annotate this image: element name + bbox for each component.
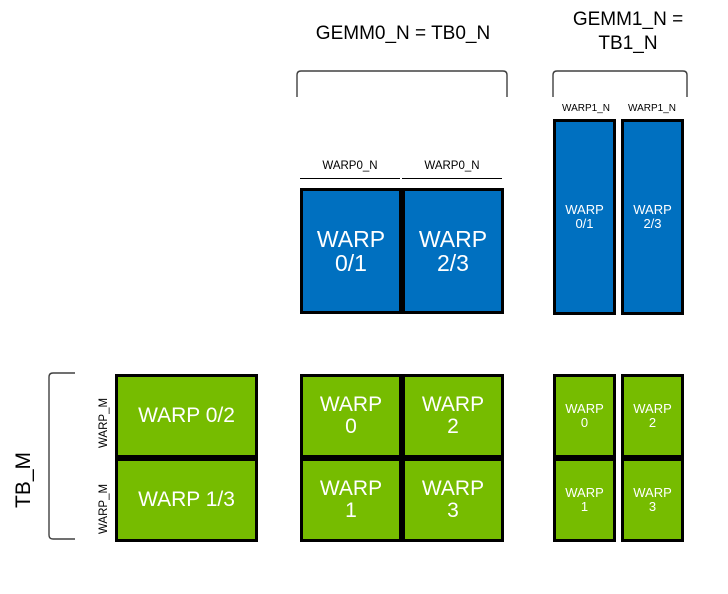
gemm0-span-bracket [296, 70, 508, 97]
caption-warp0-n-right: WARP0_N [424, 160, 480, 172]
gemm0-title: GEMM0_N = TB0_N [315, 23, 491, 44]
right-green-cell-3[interactable]: WARP 3 [621, 458, 684, 542]
caption-warp1-n-right: WARP1_N [628, 103, 676, 114]
gemm1-blue-cell-0[interactable]: WARP 0/1 [553, 119, 616, 315]
middle-green-cell-2[interactable]: WARP 2 [402, 374, 504, 458]
gemm0-blue-cell-1[interactable]: WARP 2/3 [402, 188, 504, 314]
right-green-cell-0[interactable]: WARP 0 [553, 374, 616, 458]
caption-warp1-n-left: WARP1_N [562, 103, 610, 114]
caption-warp0-n-left-rule [300, 178, 400, 179]
caption-warp0-n-left: WARP0_N [322, 160, 378, 172]
gemm1-span-bracket [552, 70, 688, 97]
caption-warp-m-bottom: WARP_M [98, 483, 110, 534]
right-green-cell-2[interactable]: WARP 2 [621, 374, 684, 458]
caption-warp0-n-right-rule [402, 178, 502, 179]
gemm0-blue-cell-0[interactable]: WARP 0/1 [300, 188, 402, 314]
tb-m-span-bracket [48, 372, 75, 540]
gemm1-blue-cell-1[interactable]: WARP 2/3 [621, 119, 684, 315]
right-green-cell-1[interactable]: WARP 1 [553, 458, 616, 542]
caption-warp-m-top: WARP_M [98, 397, 110, 448]
gemm1-title: GEMM1_N = TB1_N [572, 9, 684, 54]
middle-green-cell-1[interactable]: WARP 1 [300, 458, 402, 542]
left-green-cell-0[interactable]: WARP 0/2 [115, 374, 258, 458]
middle-green-cell-3[interactable]: WARP 3 [402, 458, 504, 542]
axis-label-tb-m: TB_M [12, 451, 35, 508]
left-green-cell-1[interactable]: WARP 1/3 [115, 458, 258, 542]
middle-green-cell-0[interactable]: WARP 0 [300, 374, 402, 458]
